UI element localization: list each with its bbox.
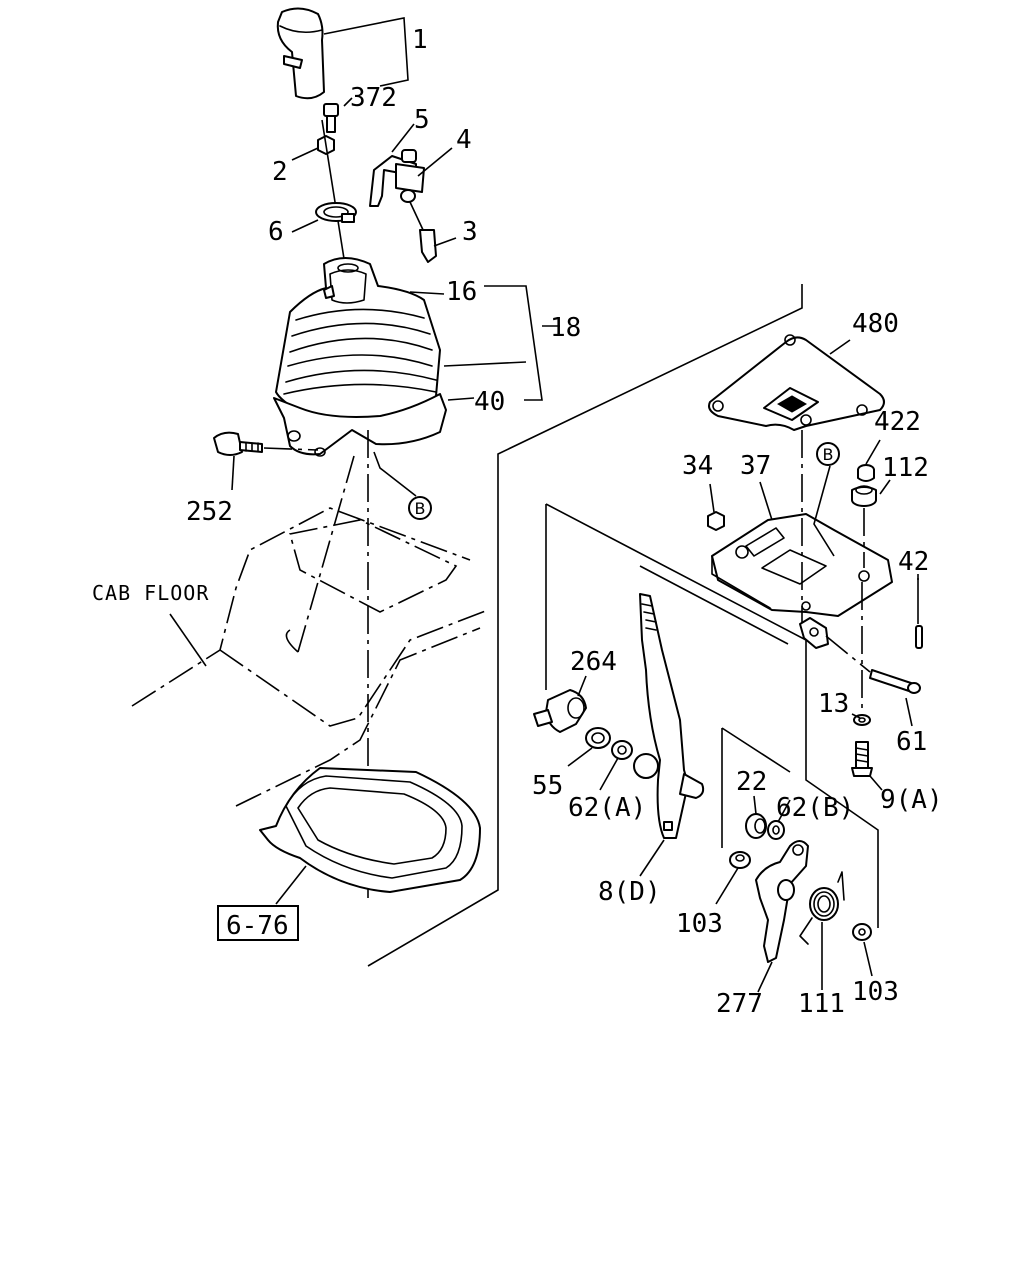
callout-112: 112 <box>882 453 929 483</box>
callout-480: 480 <box>852 309 899 339</box>
callout-62b: 62(B) <box>776 793 854 823</box>
svg-text:B: B <box>823 445 834 464</box>
bushing-422 <box>857 464 875 482</box>
callout-55: 55 <box>532 771 563 801</box>
callout-40: 40 <box>474 387 505 417</box>
leader-lines <box>169 17 919 993</box>
callout-4: 4 <box>456 125 472 155</box>
callout-18: 18 <box>550 313 581 343</box>
floor-seal <box>259 767 481 893</box>
callout-111: 111 <box>798 989 845 1019</box>
callout-422: 422 <box>874 407 921 437</box>
bracket-264 <box>533 689 587 733</box>
bracket-40 <box>273 393 447 457</box>
ref-mark-b-left: B <box>408 496 432 520</box>
switch-4 <box>395 149 425 203</box>
shift-boot <box>275 257 441 426</box>
callout-16: 16 <box>446 277 477 307</box>
callout-264: 264 <box>570 647 617 677</box>
bushing-55 <box>585 727 611 749</box>
callout-34: 34 <box>682 451 713 481</box>
washer-62b <box>767 820 785 840</box>
bolt-252 <box>213 431 319 456</box>
bushing-103-left <box>729 851 751 869</box>
lever-277 <box>755 840 809 963</box>
nut-34 <box>707 511 725 531</box>
shift-lever-shaft <box>321 119 346 266</box>
callout-42: 42 <box>898 547 929 577</box>
connector-3 <box>409 201 437 263</box>
callout-103-left: 103 <box>676 909 723 939</box>
clamp-6 <box>315 202 357 223</box>
svg-text:B: B <box>415 499 426 518</box>
callout-8d: 8(D) <box>598 877 661 907</box>
callout-1: 1 <box>412 25 428 55</box>
callout-13: 13 <box>818 689 849 719</box>
callout-277: 277 <box>716 989 763 1019</box>
pin-61 <box>825 635 921 694</box>
ref-mark-b-right: B <box>816 442 840 466</box>
callout-252: 252 <box>186 497 233 527</box>
lever-8d <box>633 593 705 839</box>
washer-62a <box>611 740 633 760</box>
callout-61: 61 <box>896 727 927 757</box>
screw-372 <box>323 103 339 133</box>
bushing-22 <box>745 813 767 839</box>
callout-372: 372 <box>350 83 397 113</box>
callout-3: 3 <box>462 217 478 247</box>
shift-knob <box>276 7 325 100</box>
spring-111 <box>799 871 845 945</box>
callout-2: 2 <box>272 157 288 187</box>
callout-37: 37 <box>740 451 771 481</box>
lever-clip <box>799 601 829 649</box>
callout-labels: 1 372 5 4 2 6 3 16 18 40 252 480 422 112… <box>186 25 943 1019</box>
callout-5: 5 <box>414 105 430 135</box>
bushing-103-right <box>852 923 872 941</box>
grommet-112 <box>851 485 877 507</box>
plate-480 <box>708 334 885 431</box>
callout-9a: 9(A) <box>880 785 943 815</box>
callout-22: 22 <box>736 767 767 797</box>
cab-floor-label: CAB FLOOR <box>92 581 209 605</box>
callout-6: 6 <box>268 217 284 247</box>
callout-62a: 62(A) <box>568 793 646 823</box>
cab-floor-outline <box>131 430 489 900</box>
callout-103-right: 103 <box>852 977 899 1007</box>
pin-42 <box>915 625 923 649</box>
sub-assembly-outline <box>545 503 879 928</box>
assembly-boundary <box>367 284 803 967</box>
page-ref-text: 6-76 <box>226 911 289 941</box>
bolt-9a <box>851 741 873 777</box>
page-ref-box: 6-76 <box>217 905 299 941</box>
